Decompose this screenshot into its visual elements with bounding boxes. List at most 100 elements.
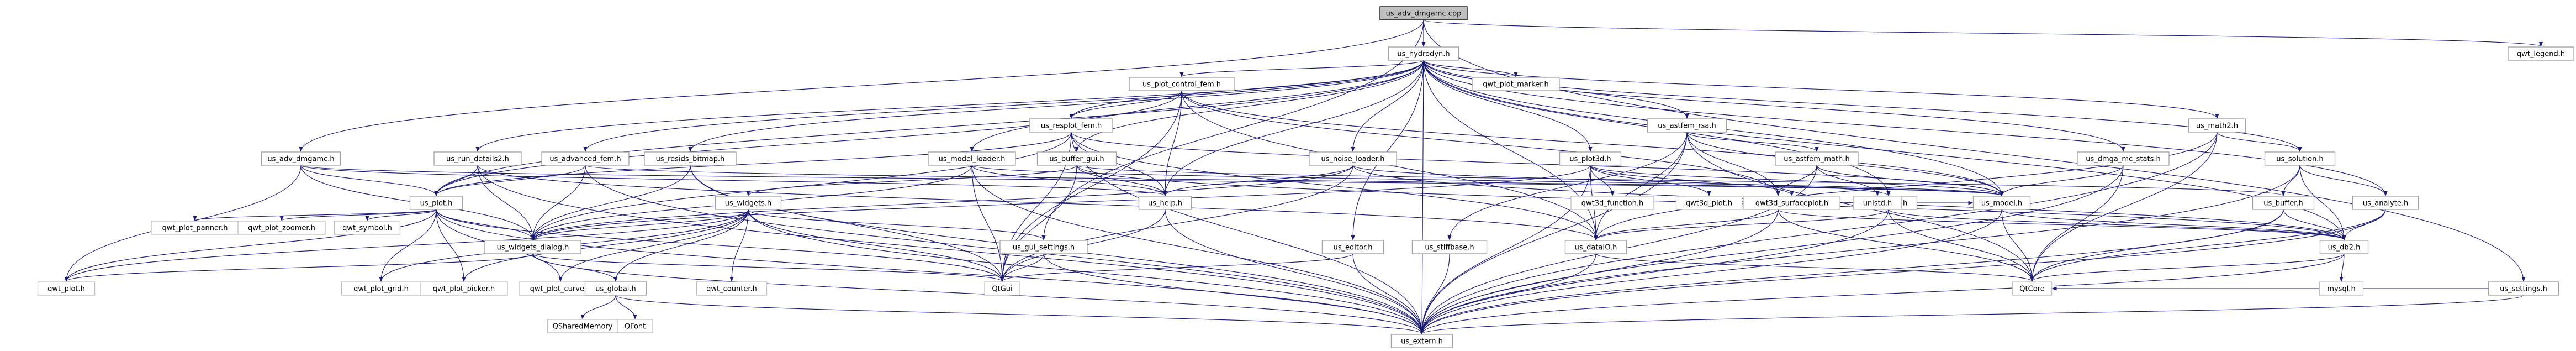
edge-db2-to-extern: [1420, 253, 2345, 334]
edge-widgets-dialog-to-qwt-plot: [64, 253, 533, 282]
graph-node-plot[interactable]: us_plot.h: [409, 196, 463, 210]
graph-node-widgets-dialog[interactable]: us_widgets_dialog.h: [484, 240, 581, 254]
graph-node-hydro[interactable]: us_hydrodyn.h: [1388, 46, 1459, 61]
edge-plot-control-to-resplot: [1069, 90, 1182, 119]
graph-node-settings[interactable]: us_settings.h: [2488, 281, 2559, 296]
graph-node-gui-settings[interactable]: us_gui_settings.h: [999, 240, 1088, 254]
graph-node-help[interactable]: us_help.h: [1138, 196, 1192, 210]
edge-analyte-to-extern: [1420, 209, 2386, 334]
node-box: [2188, 118, 2246, 133]
node-box: [2488, 281, 2559, 296]
edge-global-to-qfont: [615, 295, 637, 319]
graph-node-plot-control[interactable]: us_plot_control_fem.h: [1129, 77, 1235, 91]
edge-analyte-to-qtcore: [2030, 209, 2386, 282]
edge-hydro-to-buffer-gui: [1075, 60, 1424, 152]
graph-node-qwt3d-plot[interactable]: qwt3d_plot.h: [1675, 196, 1743, 210]
edge-run-details2-to-extern: [477, 165, 1424, 334]
graph-node-widgets[interactable]: us_widgets.h: [715, 196, 782, 210]
edge-model-loader-to-qtgui: [971, 165, 1004, 282]
graph-node-dmga-mc-stats[interactable]: us_dmga_mc_stats.h: [2077, 151, 2170, 166]
node-label: us_gui_settings.h: [1013, 244, 1075, 252]
node-label: qwt_plot_zoomer.h: [248, 224, 315, 233]
edge-widgets-to-qwt-plot: [64, 209, 749, 282]
edge-solution-to-analyte: [2299, 165, 2388, 196]
graph-node-qwt-plot-picker[interactable]: qwt_plot_picker.h: [420, 281, 508, 296]
graph-node-solution[interactable]: us_solution.h: [2264, 151, 2336, 166]
node-box: [237, 221, 326, 235]
graph-node-astfem-rsa[interactable]: us_astfem_rsa.h: [1647, 118, 1727, 133]
graph-node-qtgui[interactable]: QtGui: [984, 281, 1020, 296]
edge-math2-to-dataio: [1594, 132, 2218, 240]
node-label: us_noise_loader.h: [1321, 155, 1385, 164]
edge-stiffbase-to-extern: [1420, 253, 1450, 334]
graph-node-qfont[interactable]: QFont: [617, 319, 653, 333]
edge-plot-control-to-help: [1163, 90, 1182, 196]
graph-node-buffer[interactable]: us_buffer.h: [2252, 196, 2315, 210]
graph-node-mysql[interactable]: mysql.h: [2319, 281, 2364, 296]
graph-node-model[interactable]: us_model.h: [1972, 196, 2031, 210]
graph-node-buffer-gui[interactable]: us_buffer_gui.h: [1036, 151, 1117, 166]
edge-plot-to-qwt-symbol: [365, 209, 437, 221]
graph-node-math2[interactable]: us_math2.h: [2188, 118, 2246, 133]
graph-node-astfem-math[interactable]: us_astfem_math.h: [1775, 151, 1859, 166]
graph-node-root[interactable]: us_adv_dmgamc.cpp: [1379, 6, 1468, 20]
graph-node-qwt-plot-grid[interactable]: qwt_plot_grid.h: [341, 281, 421, 296]
edge-hydro-to-solution: [1423, 60, 2302, 152]
edge-adv-dmgamc-h-to-plot: [300, 165, 438, 196]
graph-node-editor[interactable]: us_editor.h: [1321, 240, 1384, 254]
node-label: qwt_plot_picker.h: [433, 285, 495, 294]
graph-node-extern[interactable]: us_extern.h: [1390, 334, 1453, 348]
edge-dataio-to-qtcore: [1595, 253, 2034, 282]
edge-buffer-gui-to-buffer: [1076, 165, 2285, 196]
node-box: [2319, 281, 2364, 296]
graph-node-dataio[interactable]: us_dataIO.h: [1564, 240, 1627, 254]
graph-node-unistd[interactable]: unistd.h: [1853, 196, 1902, 210]
graph-node-qtcore[interactable]: QtCore: [2012, 281, 2053, 296]
node-box: [1743, 196, 1840, 210]
graph-node-qwt-plot-zoomer[interactable]: qwt_plot_zoomer.h: [237, 221, 326, 235]
edge-astfem-math-to-model: [1816, 165, 2004, 196]
edge-solution-to-extern: [1420, 165, 2300, 334]
graph-node-qwt3d-surfaceplot[interactable]: qwt3d_surfaceplot.h: [1743, 196, 1840, 210]
graph-node-db2[interactable]: us_db2.h: [2319, 240, 2369, 254]
graph-node-run-details2[interactable]: us_run_details2.h: [433, 151, 522, 166]
edge-solution-to-buffer: [2281, 165, 2300, 196]
graph-node-analyte[interactable]: us_analyte.h: [2352, 196, 2419, 210]
edge-astfem-math-to-unistd: [1816, 165, 1880, 196]
graph-node-qwt-plot-marker[interactable]: qwt_plot_marker.h: [1472, 77, 1560, 91]
edge-db2-to-mysql: [2339, 253, 2345, 282]
node-box: [433, 151, 522, 166]
graph-node-global[interactable]: us_global.h: [584, 281, 647, 296]
graph-node-resplot[interactable]: us_resplot_fem.h: [1029, 118, 1113, 133]
edge-plot-to-qtgui: [436, 209, 1004, 282]
graph-node-qwt3d-function[interactable]: qwt3d_function.h: [1570, 196, 1654, 210]
graph-node-qwt-legend[interactable]: qwt_legend.h: [2508, 46, 2574, 61]
edge-widgets-to-qwt-plot-curve: [558, 209, 749, 282]
node-box: [2012, 281, 2053, 296]
edge-root-to-qwt-legend: [1423, 19, 2543, 47]
graph-node-qwt-plot[interactable]: qwt_plot.h: [37, 281, 96, 296]
edge-noise-to-db2: [1888, 209, 2346, 240]
node-label: QtGui: [992, 285, 1012, 294]
edge-noise-loader-to-noise: [1352, 165, 1891, 196]
graph-node-qwt-symbol[interactable]: qwt_symbol.h: [334, 221, 401, 235]
graph-node-qwt-plot-panner[interactable]: qwt_plot_panner.h: [151, 221, 239, 235]
graph-node-qshared[interactable]: QSharedMemory: [547, 319, 618, 333]
graph-node-model-loader[interactable]: us_model_loader.h: [928, 151, 1016, 166]
edge-hydro-to-math2: [1423, 60, 2219, 119]
graph-node-adv-dmgamc-h[interactable]: us_adv_dmgamc.h: [261, 151, 341, 166]
graph-node-noise-loader[interactable]: us_noise_loader.h: [1309, 151, 1397, 166]
graph-node-qwt-counter[interactable]: qwt_counter.h: [696, 281, 768, 296]
node-box: [541, 151, 630, 166]
node-label: us_plot_control_fem.h: [1142, 81, 1221, 89]
edge-model-to-extern: [1420, 209, 2002, 334]
graph-node-resids-bitmap[interactable]: us_resids_bitmap.h: [644, 151, 737, 166]
node-box: [1036, 151, 1117, 166]
graph-node-advanced-fem[interactable]: us_advanced_fem.h: [541, 151, 630, 166]
node-label: qwt3d_surfaceplot.h: [1755, 200, 1828, 208]
edge-noise-to-qtcore: [1888, 209, 2034, 282]
edge-widgets-to-gui-settings: [748, 209, 1046, 240]
edge-noise-to-dataio: [1594, 209, 1889, 240]
graph-node-plot3d[interactable]: us_plot3d.h: [1559, 151, 1622, 166]
graph-node-stiffbase[interactable]: us_stiffbase.h: [1411, 240, 1488, 254]
